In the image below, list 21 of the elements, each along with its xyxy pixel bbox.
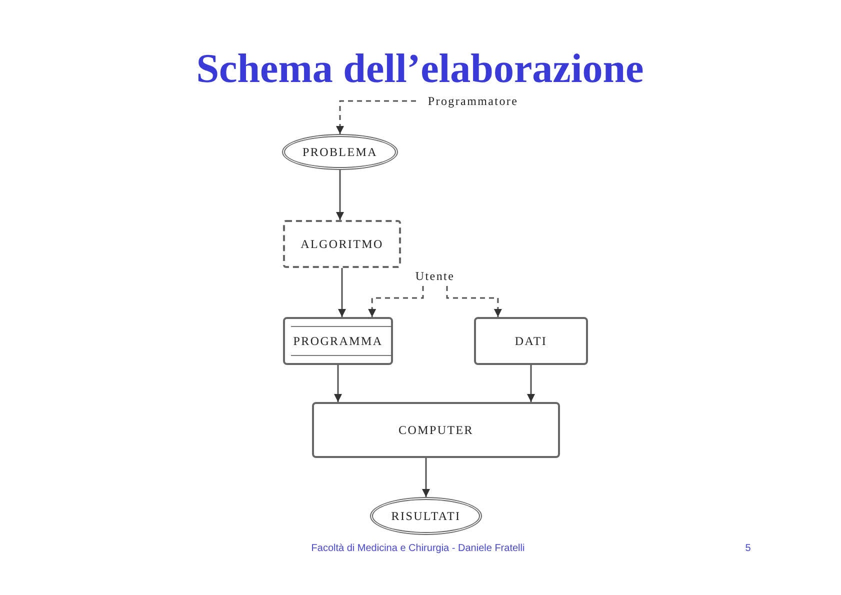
slide-title: Schema dell’elaborazione [196,44,644,92]
dashed-arrow [336,100,416,134]
footer-text: Facoltà di Medicina e Chirurgia - Daniele Fratelli [311,543,525,555]
node-label: PROGRAMMA [293,334,383,348]
page-number: 5 [745,543,751,555]
node-label: DATI [514,334,548,348]
node-label: PROBLEMA [302,145,378,159]
node-label: ALGORITMO [300,237,384,251]
program-box [283,317,393,365]
process-box [474,317,588,365]
dashed-process-box [283,220,401,268]
arrow [338,268,346,317]
arrow [334,365,342,402]
dashed-arrow [368,286,424,317]
arrow [422,458,430,497]
arrow [527,365,535,402]
node-label: COMPUTER [398,423,474,437]
arrow [336,170,344,220]
process-box [312,402,560,458]
dashed-arrow [446,286,502,317]
node-label: RISULTATI [391,509,461,523]
